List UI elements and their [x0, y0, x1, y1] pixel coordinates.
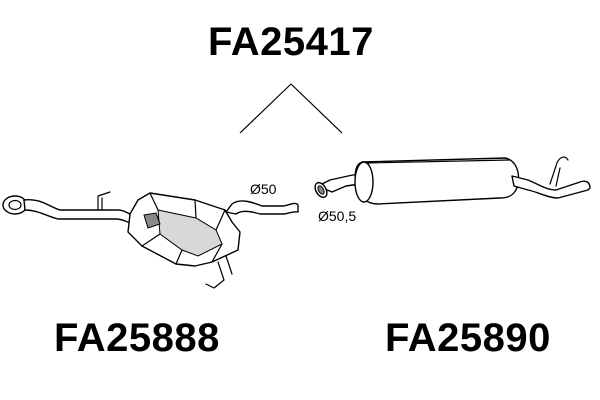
rear-silencer-icon [314, 156, 591, 205]
right-part-code: FA25890 [385, 316, 551, 360]
diameter-label-right: Ø50,5 [318, 208, 357, 224]
connector-line-left [239, 83, 292, 134]
diameter-label-left: Ø50 [250, 181, 277, 197]
connector-line-right [290, 83, 343, 134]
main-part-code: FA25417 [208, 20, 374, 64]
left-part-code: FA25888 [54, 316, 220, 360]
front-silencer-icon [2, 191, 299, 289]
